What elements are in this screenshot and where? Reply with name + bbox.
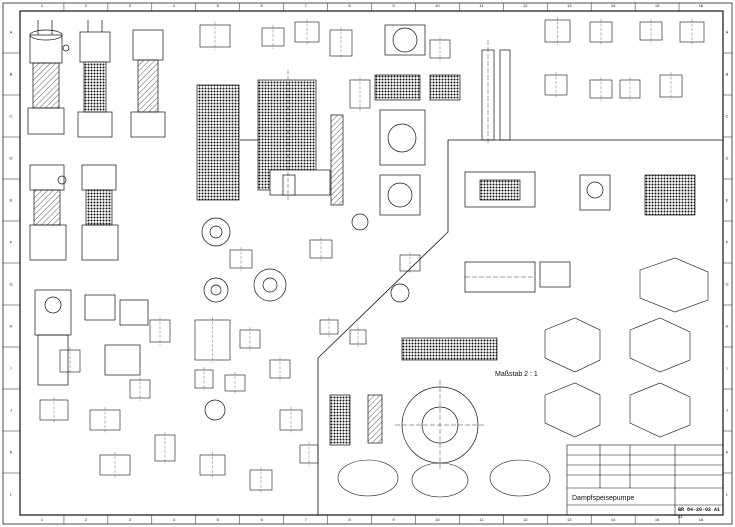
row-label: K — [10, 450, 13, 455]
row-label: C — [10, 114, 13, 119]
row-label: I — [10, 366, 11, 371]
row-label: B — [726, 72, 729, 77]
sheet-format: A1 — [678, 516, 683, 520]
column-label: 4 — [173, 3, 176, 8]
column-label: 13 — [567, 3, 572, 8]
column-label: 15 — [655, 517, 660, 522]
row-label: D — [10, 156, 13, 161]
row-label: G — [9, 282, 12, 287]
column-label: 9 — [392, 517, 395, 522]
row-label: A — [726, 30, 729, 35]
column-label: 14 — [611, 3, 616, 8]
column-label: 1 — [41, 3, 44, 8]
cylinder-head-views — [374, 24, 461, 216]
row-zone-labels-right: A B C D E F G H I J K L — [723, 30, 732, 497]
row-label: J — [726, 408, 728, 413]
scale-note: Maßstab 2 : 1 — [495, 371, 538, 378]
small-part-details — [39, 17, 705, 493]
column-label: 10 — [435, 3, 440, 8]
row-label: K — [726, 450, 729, 455]
column-label: 6 — [261, 517, 264, 522]
row-label: H — [10, 324, 13, 329]
row-label: F — [10, 240, 13, 245]
column-label: 1 — [41, 517, 44, 522]
column-label: 12 — [523, 517, 528, 522]
detail-view-flange-round — [329, 380, 485, 470]
row-label: D — [726, 156, 729, 161]
round-part-views — [201, 213, 410, 421]
row-label: L — [726, 492, 729, 497]
iso-view-pump-section-1 — [77, 20, 113, 138]
column-label: 11 — [479, 3, 484, 8]
row-label: B — [10, 72, 13, 77]
column-label: 2 — [85, 517, 88, 522]
detail-view-side — [579, 174, 611, 211]
row-label: G — [725, 282, 728, 287]
main-assembly-section — [196, 70, 331, 201]
row-label: A — [10, 30, 13, 35]
piston-rod-views — [330, 40, 511, 206]
column-label: 3 — [129, 517, 132, 522]
iso-view-pump-section-3 — [81, 164, 119, 261]
column-label: 16 — [699, 517, 704, 522]
iso-housing-views — [544, 257, 709, 438]
column-label: 7 — [304, 517, 307, 522]
bracket-view — [34, 289, 149, 386]
column-label: 8 — [348, 517, 351, 522]
column-label: 9 — [392, 3, 395, 8]
column-label: 5 — [217, 3, 220, 8]
row-label: C — [726, 114, 729, 119]
row-label: E — [10, 198, 13, 203]
column-label: 12 — [523, 3, 528, 8]
column-label: 16 — [699, 3, 704, 8]
column-label: 8 — [348, 3, 351, 8]
iso-view-pump-section-2 — [130, 29, 166, 138]
row-label: E — [726, 198, 729, 203]
column-label: 11 — [479, 517, 484, 522]
detail-view-section — [644, 174, 696, 216]
drawing-number: BR 84-20-02 A1 — [678, 507, 720, 513]
detail-view-front — [464, 171, 536, 208]
row-label: F — [726, 240, 729, 245]
row-label: L — [10, 492, 13, 497]
iso-view-pump-assembly-2 — [29, 164, 67, 261]
detail-view-top — [464, 261, 571, 293]
column-label: 15 — [655, 3, 660, 8]
column-label: 4 — [173, 517, 176, 522]
column-label: 3 — [129, 3, 132, 8]
column-label: 14 — [611, 517, 616, 522]
drawing-title: Dampfspeisepumpe — [572, 495, 634, 502]
column-label: 10 — [435, 517, 440, 522]
iso-view-pump-assembly-1 — [27, 20, 70, 135]
iso-flange-views — [337, 459, 551, 498]
detail-view-flange-section — [401, 337, 498, 361]
column-label: 5 — [217, 517, 220, 522]
row-label: H — [726, 324, 729, 329]
title-block — [566, 444, 724, 516]
column-label: 7 — [304, 3, 307, 8]
row-label: I — [726, 366, 727, 371]
column-label: 13 — [567, 517, 572, 522]
row-zone-labels-left: A B C D E F G H I J K L — [3, 30, 20, 497]
row-label: J — [10, 408, 12, 413]
column-label: 6 — [261, 3, 264, 8]
column-label: 2 — [85, 3, 88, 8]
detail-area-diagonal — [317, 140, 449, 515]
